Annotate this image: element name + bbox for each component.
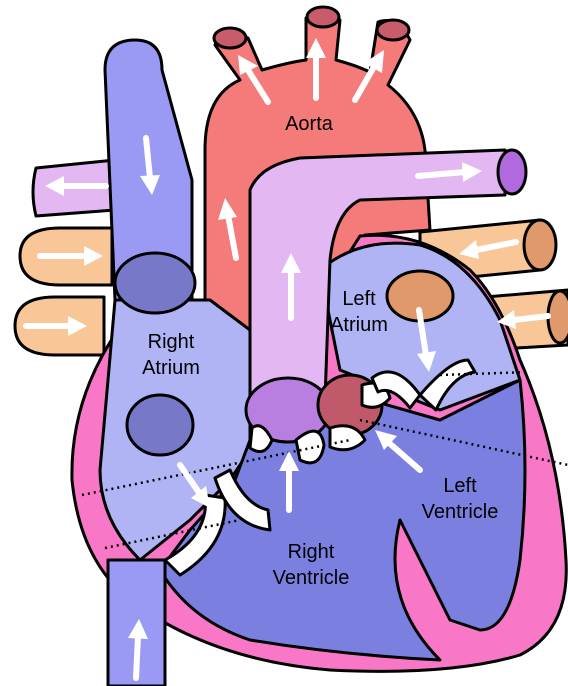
pulmonary-veins-right bbox=[15, 228, 112, 355]
superior-vena-cava-opening bbox=[115, 253, 195, 313]
pulmonary-vein-left-lower-end bbox=[548, 291, 568, 343]
label-right-ventricle-line1: Right bbox=[288, 541, 335, 563]
label-right-atrium-line1: Right bbox=[148, 331, 195, 353]
pulmonary-vein-left-upper-end bbox=[524, 220, 556, 270]
label-left-ventricle-line1: Left bbox=[443, 475, 477, 497]
label-right-atrium-line2: Atrium bbox=[142, 357, 200, 379]
label-aorta: Aorta bbox=[285, 113, 334, 135]
aorta-branch-middle-end bbox=[307, 7, 339, 27]
label-left-atrium-line2: Atrium bbox=[330, 314, 388, 336]
label-right-ventricle-line2: Ventricle bbox=[273, 567, 350, 589]
inferior-vena-cava-opening bbox=[127, 395, 193, 455]
aorta-branch-left-end bbox=[214, 28, 246, 48]
aorta-branch-right-end bbox=[377, 20, 409, 40]
pulmonary-artery-end bbox=[498, 150, 526, 194]
label-left-ventricle-line2: Ventricle bbox=[422, 501, 499, 523]
label-left-atrium-line1: Left bbox=[342, 288, 376, 310]
